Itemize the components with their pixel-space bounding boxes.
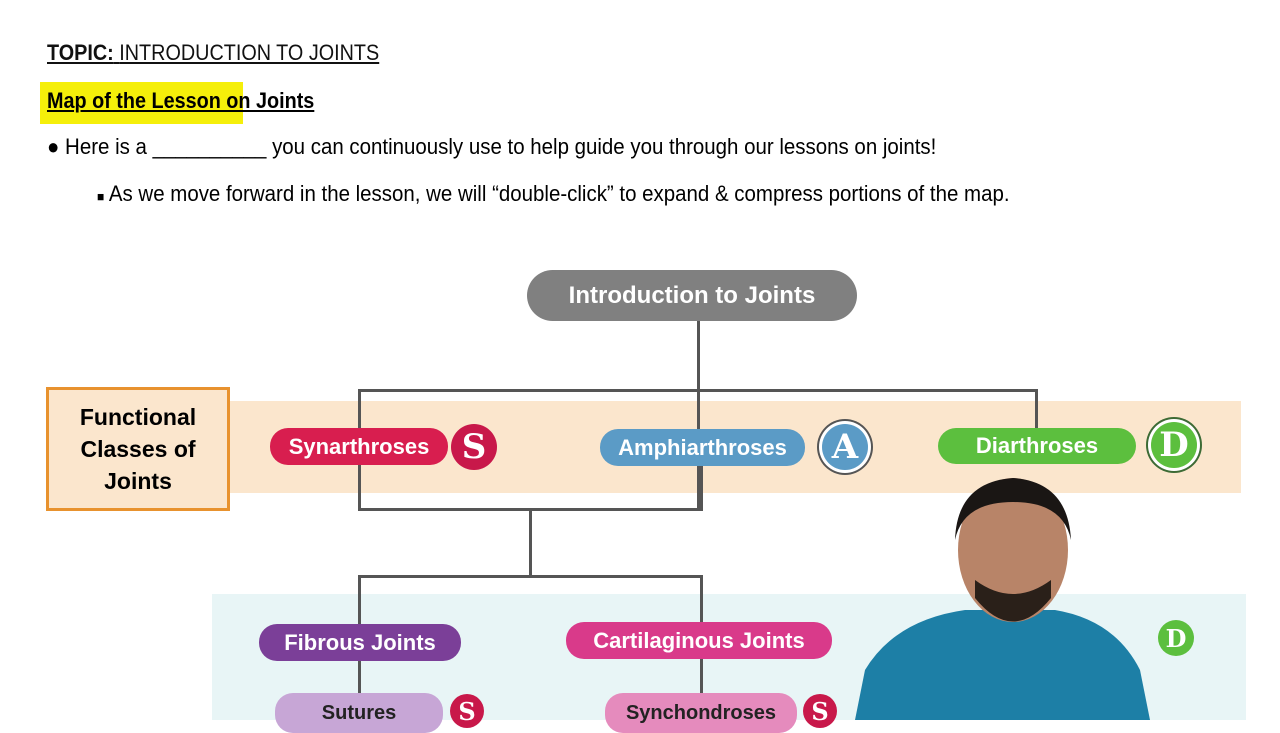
connector-line [358, 575, 703, 578]
connector-line [700, 460, 703, 510]
root-node[interactable]: Introduction to Joints [527, 270, 857, 321]
d-badge-icon: D [1151, 422, 1197, 468]
d-badge-icon: D [1158, 620, 1194, 656]
presenter-video [855, 478, 1150, 720]
connector-line [529, 508, 532, 578]
cartilaginous-joints-node[interactable]: Cartilaginous Joints [566, 622, 832, 659]
amphiarthroses-node[interactable]: Amphiarthroses [600, 429, 805, 466]
diarthroses-node[interactable]: Diarthroses [938, 428, 1136, 464]
s-badge-icon: S [803, 694, 837, 728]
topic-label: TOPIC: [47, 40, 114, 65]
sutures-node[interactable]: Sutures [275, 693, 443, 733]
highlight [40, 82, 243, 124]
bullet-text: As we move forward in the lesson, we wil… [108, 181, 1010, 206]
bullet-1: ● Here is a __________ you can continuou… [47, 134, 937, 159]
topic-heading: TOPIC: INTRODUCTION TO JOINTS [47, 40, 379, 66]
lesson-subtitle: Map of the Lesson on Joints [47, 88, 315, 113]
connector-line [697, 320, 700, 510]
synarthroses-node[interactable]: Synarthroses [270, 428, 448, 465]
fibrous-joints-node[interactable]: Fibrous Joints [259, 624, 461, 661]
functional-classes-label: Functional Classes of Joints [46, 387, 230, 511]
a-badge-icon: A [822, 424, 868, 470]
s-badge-icon: S [451, 424, 497, 470]
bullet-2: ■ As we move forward in the lesson, we w… [97, 181, 1010, 206]
s-badge-icon: S [450, 694, 484, 728]
synchondroses-node[interactable]: Synchondroses [605, 693, 797, 733]
topic-title: INTRODUCTION TO JOINTS [119, 40, 380, 65]
bullet-text: Here is a __________ you can continuousl… [65, 134, 937, 159]
connector-line [1035, 389, 1038, 429]
connector-line [358, 389, 1038, 392]
